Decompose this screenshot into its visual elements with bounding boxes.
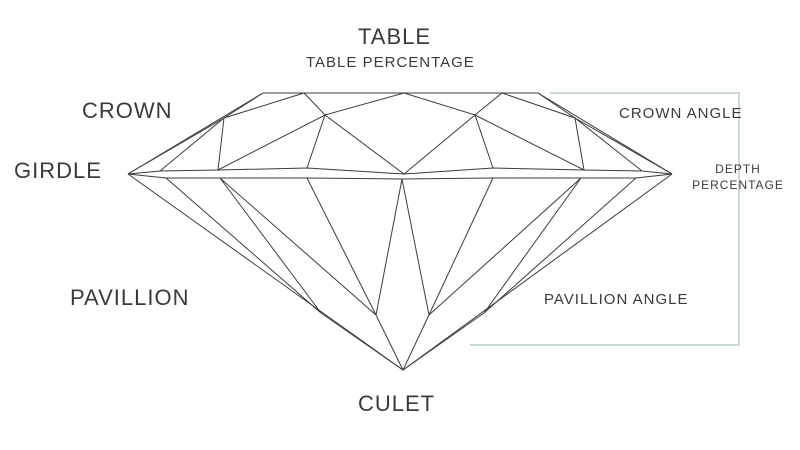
crown-facet [474, 114, 643, 172]
pavilion-facet [428, 177, 637, 316]
diamond-facets [127, 92, 673, 371]
pavilion-facet [402, 312, 485, 371]
label-depth-percentage: DEPTH PERCENTAGE [688, 161, 788, 193]
pavilion-facet [320, 312, 404, 371]
depth-bracket [470, 92, 740, 346]
pavilion-facet [375, 178, 430, 316]
pavilion-facet [165, 177, 322, 314]
label-depth-line1: DEPTH [715, 162, 761, 176]
girdle-lower-line [127, 173, 673, 180]
pavilion-facet [219, 177, 377, 316]
pavilion-outline [127, 173, 673, 371]
crown-facet [324, 114, 476, 175]
label-table: TABLE [358, 24, 432, 49]
label-pavillion: PAVILLION [70, 285, 190, 310]
pavilion-facet [402, 314, 430, 371]
label-table-percentage: TABLE PERCENTAGE [306, 54, 475, 71]
crown-facet [127, 117, 225, 175]
crown-facet [217, 113, 326, 171]
label-crown-angle: CROWN ANGLE [619, 105, 743, 122]
label-culet: CULET [358, 391, 436, 416]
label-depth-line2: PERCENTAGE [692, 178, 784, 192]
label-pavillion-angle: PAVILLION ANGLE [544, 291, 689, 308]
star-facets [223, 92, 576, 119]
label-girdle: GIRDLE [14, 158, 102, 183]
pavilion-facet [375, 314, 404, 371]
crown-outline [127, 92, 673, 175]
crown-facet [574, 117, 673, 175]
label-crown: CROWN [82, 98, 173, 123]
